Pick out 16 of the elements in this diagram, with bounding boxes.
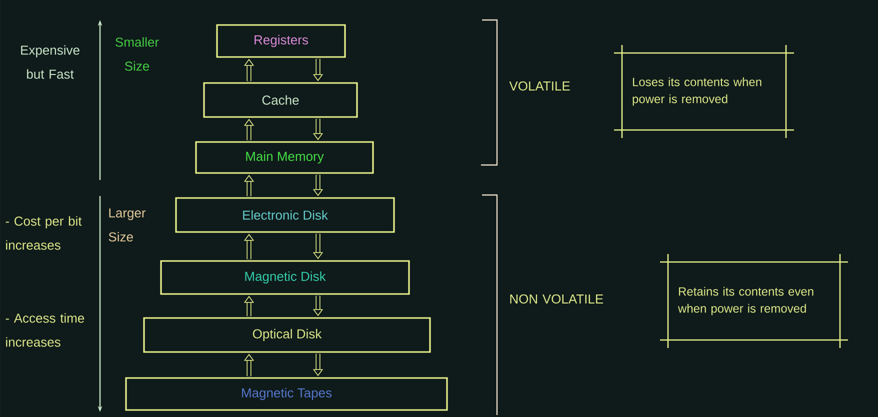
memory-level-box: Optical Disk xyxy=(143,317,431,353)
memory-level-box: Cache xyxy=(203,82,358,118)
side-label: - Cost per bit increases xyxy=(6,216,82,250)
note-box: Retains its contents even when power is removed xyxy=(659,253,849,349)
memory-level-box: Electronic Disk xyxy=(175,197,395,233)
side-label: Expensive but Fast xyxy=(21,45,80,79)
memory-level-box: Magnetic Tapes xyxy=(125,377,448,411)
memory-level-box: Main Memory xyxy=(195,141,374,174)
side-label: - Access time increases xyxy=(6,313,84,347)
side-label: Smaller Size xyxy=(116,37,159,71)
side-label: VOLATILE xyxy=(509,81,570,91)
side-label: NON VOLATILE xyxy=(510,294,604,304)
memory-level-box: Magnetic Disk xyxy=(160,260,410,295)
memory-level-box: Registers xyxy=(216,24,346,58)
side-label: Larger Size xyxy=(108,208,146,242)
note-box: Loses its contents when power is removed xyxy=(613,44,795,139)
